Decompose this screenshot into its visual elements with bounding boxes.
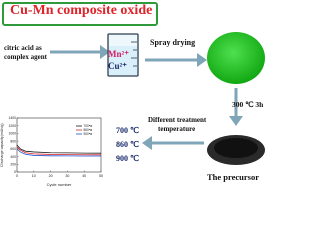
agent-arrow — [50, 45, 110, 59]
title-box — [2, 2, 158, 26]
cycle-chart: 0 200 400 600 800 1000 1200 1400 0 10 20 30 40 50 70… — [0, 116, 103, 187]
ion-cu: Cu²⁺ — [108, 61, 127, 71]
series-line-2 — [16, 148, 102, 157]
y-tick-label: 800 — [10, 139, 16, 143]
calcine-arrow — [229, 88, 243, 126]
y-tick-label: 400 — [10, 155, 16, 159]
treatment-label-line1: Different treatment — [148, 116, 207, 124]
legend-label-0: 700℃ — [84, 124, 93, 128]
x-axis-label: Cycle number — [47, 182, 72, 187]
y-ticks: 0 200 400 600 800 1000 1200 1400 — [8, 116, 19, 174]
y-tick-label: 600 — [10, 147, 16, 151]
temp-860: 860 ℃ — [116, 140, 139, 149]
x-ticks: 0 10 20 30 40 50 — [16, 170, 103, 178]
temp-700: 700 ℃ — [116, 126, 139, 135]
green-powder-icon — [207, 32, 265, 84]
treatment-arrow — [142, 136, 204, 150]
spray-label: Spray drying — [150, 38, 196, 47]
x-tick-label: 50 — [99, 174, 103, 178]
precursor-label: The precursor — [207, 172, 260, 182]
x-tick-label: 40 — [82, 174, 86, 178]
diagram-title: Cu-Mn composite oxide — [10, 3, 153, 18]
x-tick-label: 0 — [16, 174, 18, 178]
plot-frame — [16, 117, 102, 173]
y-axis-label: Discharge capacity(mAh/g) — [0, 123, 4, 166]
x-tick-label: 10 — [32, 174, 36, 178]
series-line-1 — [16, 146, 102, 156]
y-tick-label: 200 — [10, 162, 16, 166]
legend-label-1: 860℃ — [84, 128, 93, 132]
ion-mn: Mn²⁺ — [108, 49, 129, 59]
legend-label-2: 900℃ — [84, 132, 93, 136]
x-tick-label: 30 — [65, 174, 69, 178]
y-tick-label: 1200 — [8, 124, 16, 128]
calcine-label: 300 ℃ 3h — [232, 100, 264, 109]
beaker-icon — [107, 33, 139, 77]
series-lines — [16, 144, 102, 157]
temp-900: 900 ℃ — [116, 154, 139, 163]
series-line-0 — [16, 144, 102, 154]
y-tick-label: 0 — [14, 170, 16, 174]
x-tick-label: 20 — [49, 174, 53, 178]
agent-label-line2: complex agent — [4, 53, 47, 61]
y-tick-label: 1400 — [8, 116, 16, 120]
spray-arrow — [145, 53, 207, 67]
black-powder-icon — [207, 135, 265, 165]
y-tick-label: 1000 — [8, 132, 16, 136]
agent-label-line1: citric acid as — [4, 44, 42, 52]
treatment-label-line2: temperature — [158, 125, 196, 133]
